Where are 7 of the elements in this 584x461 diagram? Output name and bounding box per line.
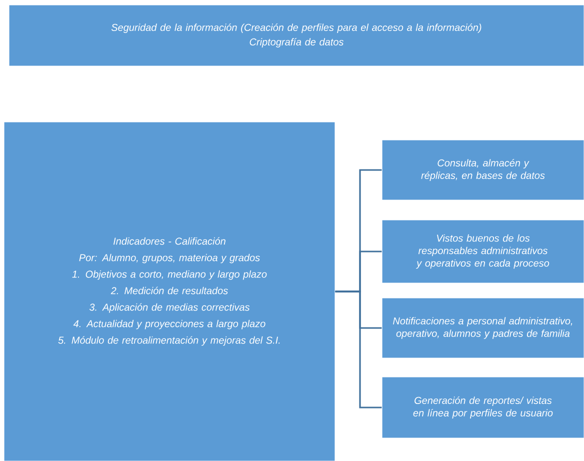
process-box: Notificaciones a personal administrativo, operativo, alumnos y padres de familia: [382, 298, 584, 358]
process-box: Generación de reportes/ vistas en línea por perfiles de usuario: [382, 376, 584, 438]
process-box: Consulta, almacén y réplicas, en bases de datos: [382, 140, 584, 200]
indicator-box: Indicadores - Calificación Por: Alumno, grupos, materioa y grados 1. Objetivos a corto, mediano y largo plazo 2. Medición de resultados 3. Aplicación de medias correctivas 4. Actualidad y proyecciones a largo plazo 5. Módulo de retroalimentación y mejoras del S.I.: [4, 122, 336, 461]
connector-line: [335, 290, 382, 408]
process-box: Vistos buenos de los responsables administrativos y operativos en cada proceso: [382, 220, 584, 284]
title-box: Seguridad de la información (Creación de perfiles para el acceso a la información) Criptografía de datos: [8, 4, 584, 66]
